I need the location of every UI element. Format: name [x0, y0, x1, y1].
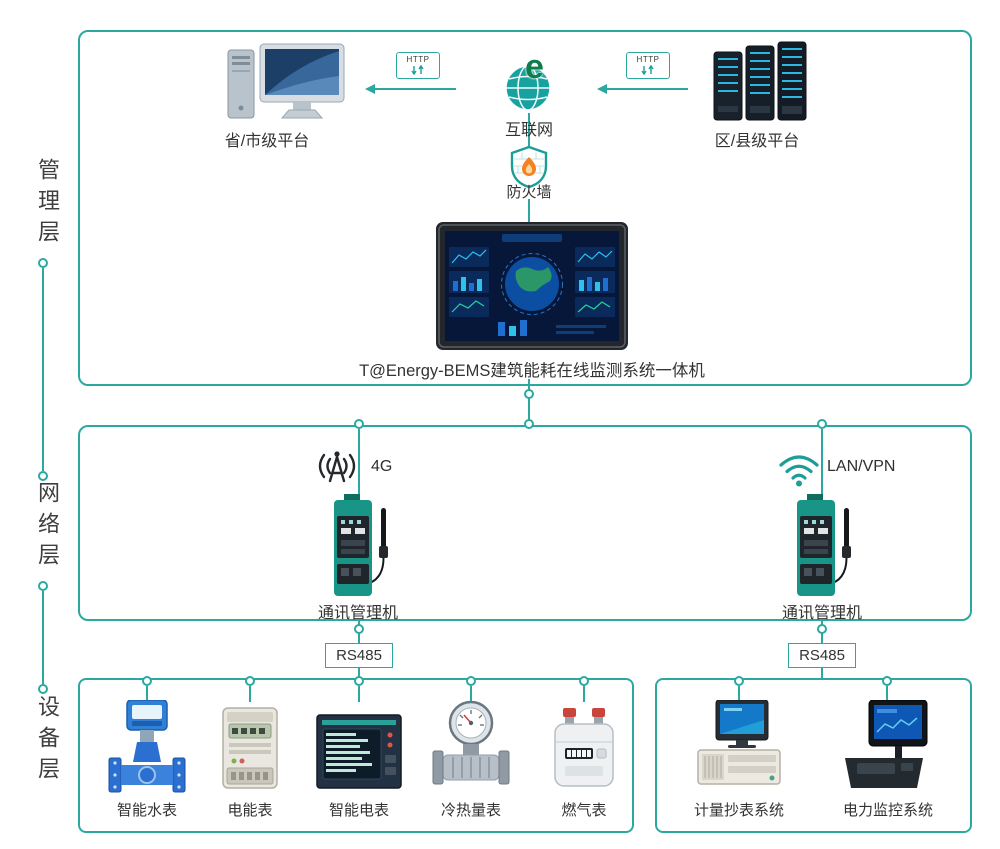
left-gateway-label: 通讯管理机 — [317, 605, 399, 622]
connector-line — [821, 429, 823, 497]
desktop-computer-icon — [226, 42, 348, 130]
junction-node — [354, 676, 364, 686]
connector-line — [358, 668, 360, 679]
rail-node — [38, 471, 48, 481]
gas-meter-icon — [553, 708, 615, 788]
connector-line — [528, 113, 530, 147]
http-left-label: HTTP — [406, 55, 430, 64]
junction-node — [579, 676, 589, 686]
http-left-box: HTTP — [396, 52, 440, 79]
metering-system-icon — [696, 699, 782, 792]
province-platform-label: 省/市级平台 — [224, 133, 310, 150]
left-link-label: 4G — [371, 458, 393, 475]
updown-arrows-icon — [411, 65, 424, 75]
connector-line — [738, 686, 740, 702]
device-label: 智能水表 — [116, 802, 178, 819]
connector-line — [583, 686, 585, 702]
device-label: 燃气表 — [561, 802, 607, 819]
antenna-signal-icon — [314, 447, 360, 487]
rail-node — [38, 684, 48, 694]
power-monitoring-icon — [843, 699, 931, 792]
http-right-label: HTTP — [636, 55, 660, 64]
connector-line — [146, 686, 148, 702]
junction-node — [882, 676, 892, 686]
device-label: 计量抄表系统 — [693, 802, 785, 819]
junction-node — [524, 419, 534, 429]
junction-node — [354, 624, 364, 634]
connector-line — [470, 686, 472, 702]
allinone-monitor-icon — [436, 222, 628, 352]
connector-line — [358, 429, 360, 497]
rs485-left-box: RS485 — [325, 643, 393, 668]
rs485-right-label: RS485 — [799, 647, 845, 664]
rail-node — [38, 258, 48, 268]
firewall-icon — [510, 145, 548, 189]
allinone-label: T@Energy-BEMS建筑能耗在线监测系统一体机 — [359, 362, 705, 380]
heat-meter-icon — [431, 700, 511, 792]
right-gateway-label: 通讯管理机 — [781, 605, 863, 622]
rs485-left-label: RS485 — [336, 647, 382, 664]
rail-line — [42, 591, 44, 684]
junction-node — [466, 676, 476, 686]
connector-line — [886, 686, 888, 702]
connector-line — [528, 379, 530, 426]
junction-node — [817, 624, 827, 634]
junction-node — [354, 419, 364, 429]
internet-globe-icon: e — [502, 50, 558, 118]
connector-line — [249, 686, 251, 702]
gateway-device-icon — [787, 494, 859, 600]
smart-meter-icon — [316, 712, 402, 790]
device-label: 冷热量表 — [440, 802, 502, 819]
http-right-box: HTTP — [626, 52, 670, 79]
right-link-label: LAN/VPN — [827, 458, 896, 475]
connector-line — [358, 686, 360, 702]
arrow-left-icon — [597, 84, 688, 94]
connector-line — [821, 668, 823, 679]
rail-node — [38, 581, 48, 591]
junction-node — [817, 419, 827, 429]
junction-node — [524, 389, 534, 399]
junction-node — [245, 676, 255, 686]
server-rack-icon — [706, 40, 812, 124]
wifi-icon — [777, 452, 821, 488]
layer-label-network: 网络层 — [35, 481, 60, 574]
device-label: 电力监控系统 — [842, 802, 934, 819]
internet-label: 互联网 — [504, 122, 554, 139]
device-label: 电能表 — [227, 802, 273, 819]
updown-arrows-icon — [641, 65, 654, 75]
connector-line — [528, 199, 530, 222]
arrow-left-icon — [365, 84, 456, 94]
layer-label-management: 管理层 — [35, 158, 60, 251]
firewall-label: 防火墙 — [506, 184, 552, 201]
junction-node — [734, 676, 744, 686]
rail-line — [42, 268, 44, 471]
district-platform-label: 区/县级平台 — [714, 133, 800, 150]
device-label: 智能电表 — [328, 802, 390, 819]
junction-node — [142, 676, 152, 686]
gateway-device-icon — [324, 494, 396, 600]
water-meter-icon — [107, 699, 187, 796]
energy-meter-icon — [221, 706, 279, 790]
rs485-right-box: RS485 — [788, 643, 856, 668]
layer-label-device: 设备层 — [35, 695, 60, 788]
